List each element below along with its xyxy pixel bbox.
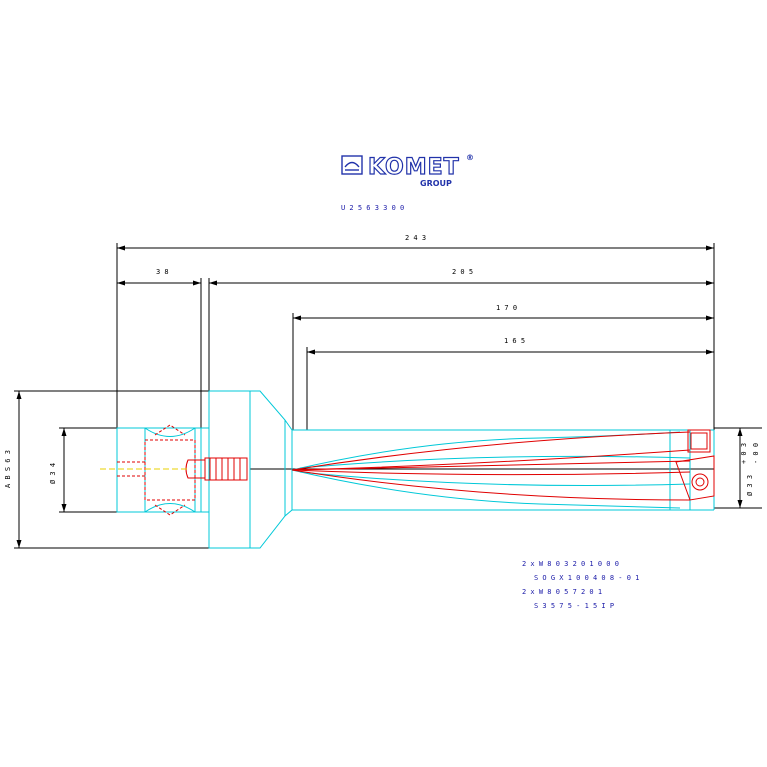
parts-list-item: 2 x W 8 0 3 2 0 1 0 0 0 — [522, 560, 619, 568]
dim-length-170: 1 7 0 — [496, 304, 517, 312]
komet-logo: KOMET ® GROUP — [341, 153, 474, 188]
dim-shank-length: 3 8 — [156, 268, 169, 276]
parts-list-item: 2 x W 8 0 5 7 2 0 1 — [522, 588, 602, 596]
dim-body-length: 2 0 5 — [452, 268, 473, 276]
dim-tool-diameter: Ø 3 3 — [746, 475, 754, 496]
internal-detail — [117, 424, 715, 516]
logo-brand-text: KOMET — [368, 155, 460, 180]
dimension-lines — [14, 243, 762, 549]
parts-list: 2 x W 8 0 3 2 0 1 0 0 0 S O G X 1 0 0 4 … — [522, 560, 639, 610]
dim-length-165: 1 6 5 — [504, 337, 525, 345]
parts-list-item: S O G X 1 0 0 4 0 8 - 0 1 — [534, 574, 639, 582]
logo-registered-mark: ® — [466, 153, 474, 162]
dim-flange-diameter: A B S 6 3 — [4, 450, 12, 488]
dim-tolerance-lower: - 0 0 — [752, 443, 760, 464]
komet-emblem-icon — [341, 155, 363, 175]
dim-shank-diameter: Ø 3 4 — [49, 463, 57, 484]
parts-list-item: S 3 5 7 5 - 1 5 I P — [534, 602, 614, 610]
drawing-number: U 2 5 6 3 3 0 0 — [341, 204, 404, 212]
dim-overall-length: 2 4 3 — [405, 234, 426, 242]
dim-tolerance-upper: + 0 3 — [740, 443, 748, 464]
logo-group-text: GROUP — [420, 179, 452, 188]
